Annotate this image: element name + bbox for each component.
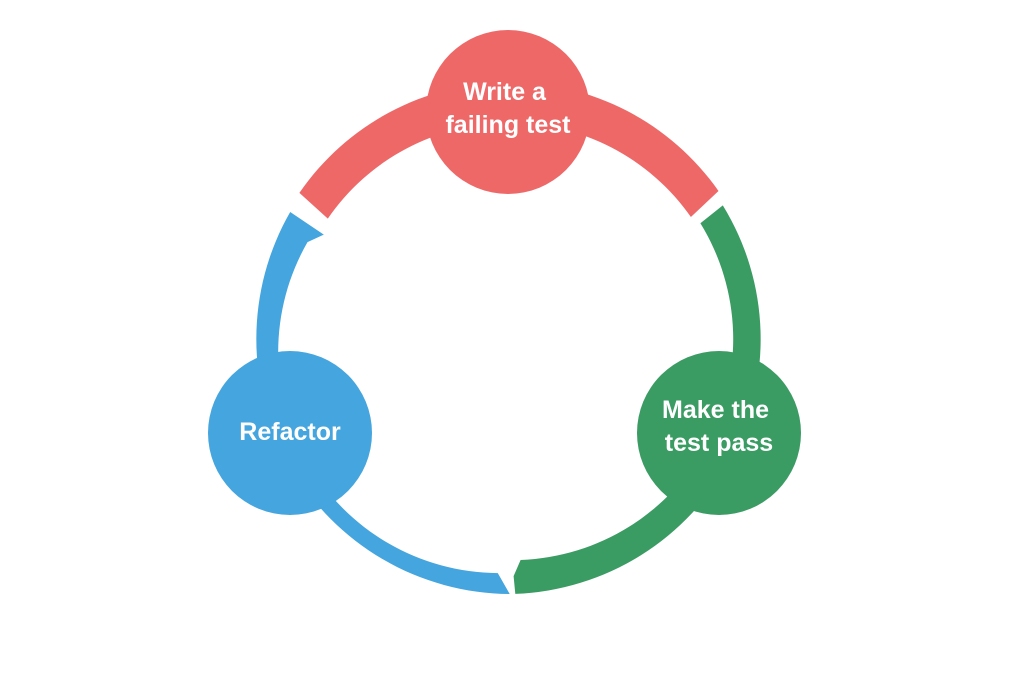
- arc-write-to-pass: [299, 82, 719, 219]
- node-refactor: [208, 351, 372, 515]
- label-line: failing test: [445, 111, 571, 139]
- label-refactor: Refactor: [239, 418, 341, 446]
- node-write-failing-test: [426, 30, 590, 194]
- label-line: Refactor: [239, 418, 341, 446]
- label-line: Make the: [662, 396, 769, 424]
- node-make-test-pass: [637, 351, 801, 515]
- label-line: test pass: [665, 429, 773, 457]
- label-write-failing-test: Write a failing test: [445, 78, 571, 139]
- label-line: Write a: [463, 78, 547, 106]
- label-make-test-pass: Make the test pass: [662, 396, 776, 457]
